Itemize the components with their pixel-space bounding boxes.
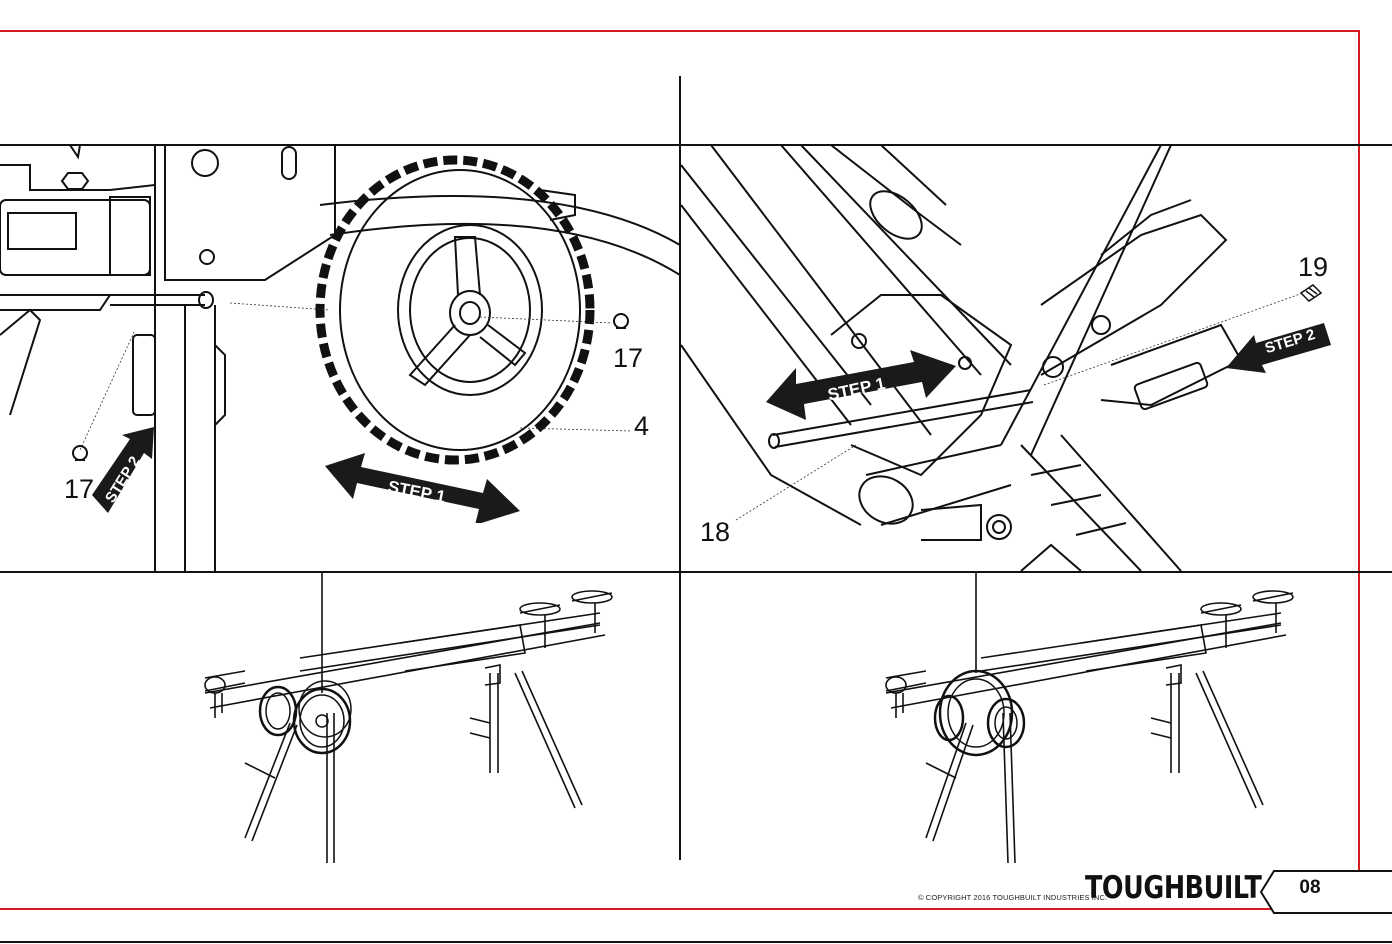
panel-top-right: STEP 1 STEP 2 19 18 [681,145,1392,571]
callout-18: 18 [700,519,730,546]
callout-4: 4 [634,413,649,440]
panel-bottom-left [0,573,679,863]
brand-logo: TOUGHBUILT [1085,870,1261,906]
stand-overview-illustration [0,573,679,863]
panel-top-left: STEP 1 STEP 2 17 4 17 [0,145,679,571]
panel-bottom-right [681,573,1360,863]
bottom-rule [0,941,1392,943]
callout-17-left: 17 [64,476,94,503]
callout-19: 19 [1298,254,1328,281]
copyright-notice: © COPYRIGHT 2016 TOUGHBUILT INDUSTRIES I… [918,893,1107,902]
page-number: 08 [1280,877,1340,899]
stand-overview-illustration [681,573,1360,863]
callout-17-right: 17 [613,345,643,372]
